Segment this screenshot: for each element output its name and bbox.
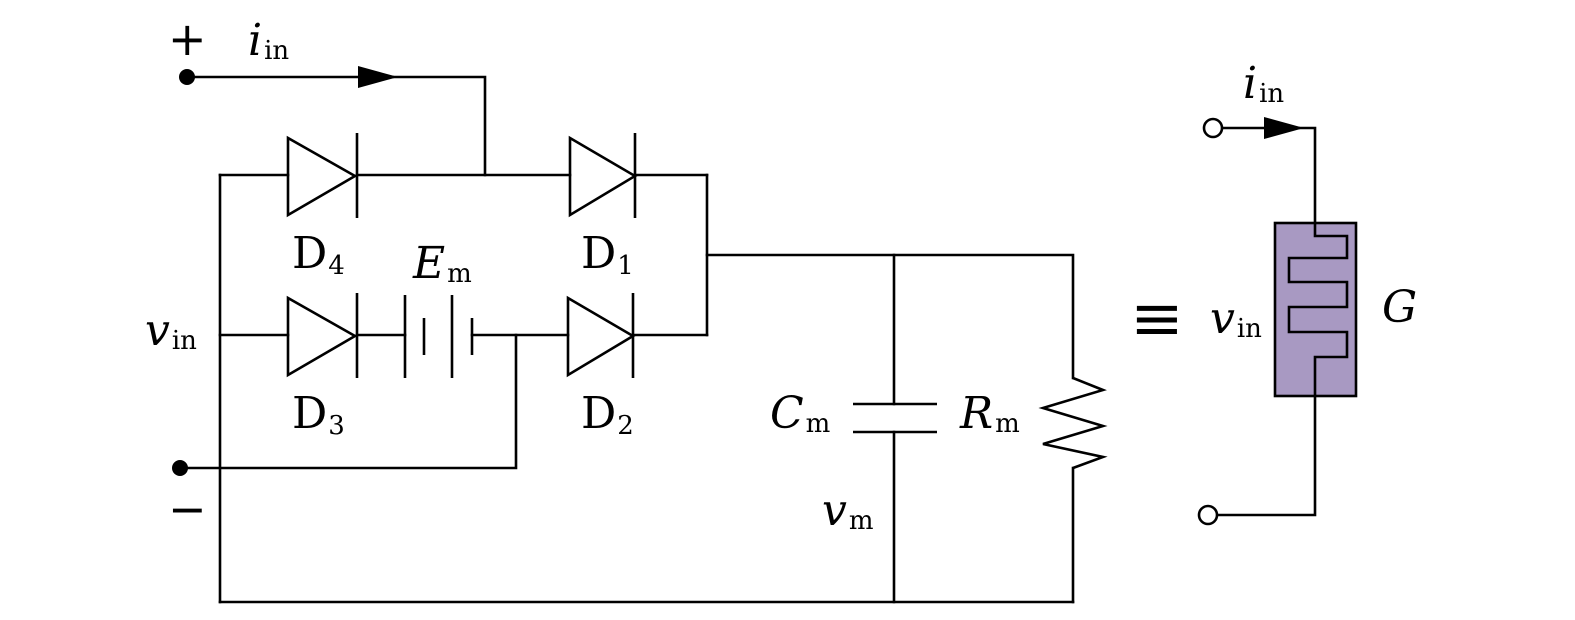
label-vm: vm [822, 485, 874, 536]
label-v-in-equiv: vin [1210, 293, 1262, 344]
diode-d1 [568, 133, 638, 218]
plus-label: + [168, 12, 207, 66]
diode-d2 [566, 293, 636, 378]
memristor-meander [1287, 223, 1349, 396]
memristor-symbol [1273, 221, 1358, 398]
wires [178, 75, 1317, 604]
terminal-minus [172, 460, 188, 476]
terminal-equiv-top [1202, 117, 1224, 139]
wire-to-rc [705, 253, 1075, 380]
wire-input-top [186, 75, 487, 177]
label-g: G [1382, 282, 1417, 333]
label-i-in-equiv: iin [1243, 58, 1284, 109]
label-v-in-main: vin [145, 305, 197, 356]
label-d2: D2 [581, 388, 634, 441]
diode-d3 [286, 293, 359, 378]
capacitor-cm [853, 402, 937, 434]
label-rm: Rm [959, 388, 1020, 439]
minus-label: − [168, 482, 207, 536]
current-arrow-equiv [1264, 117, 1304, 139]
wire-minus-lead [178, 333, 518, 470]
current-arrow-main [358, 66, 398, 88]
resistor-rm [1038, 376, 1108, 470]
diode-d4 [286, 133, 359, 218]
label-i-in-main: iin [248, 15, 289, 66]
label-d4: D4 [292, 228, 345, 281]
label-d1: D1 [581, 228, 634, 281]
wire-equiv-top [1220, 126, 1317, 235]
equivalence-symbol: ≡ [1130, 282, 1184, 356]
wire-equiv-bottom [1215, 394, 1317, 517]
battery-em [403, 295, 474, 378]
terminal-plus [179, 69, 195, 85]
label-em: Em [412, 238, 472, 289]
label-d3: D3 [292, 388, 345, 441]
terminal-equiv-bottom [1197, 504, 1219, 526]
label-cm: Cm [770, 388, 830, 439]
